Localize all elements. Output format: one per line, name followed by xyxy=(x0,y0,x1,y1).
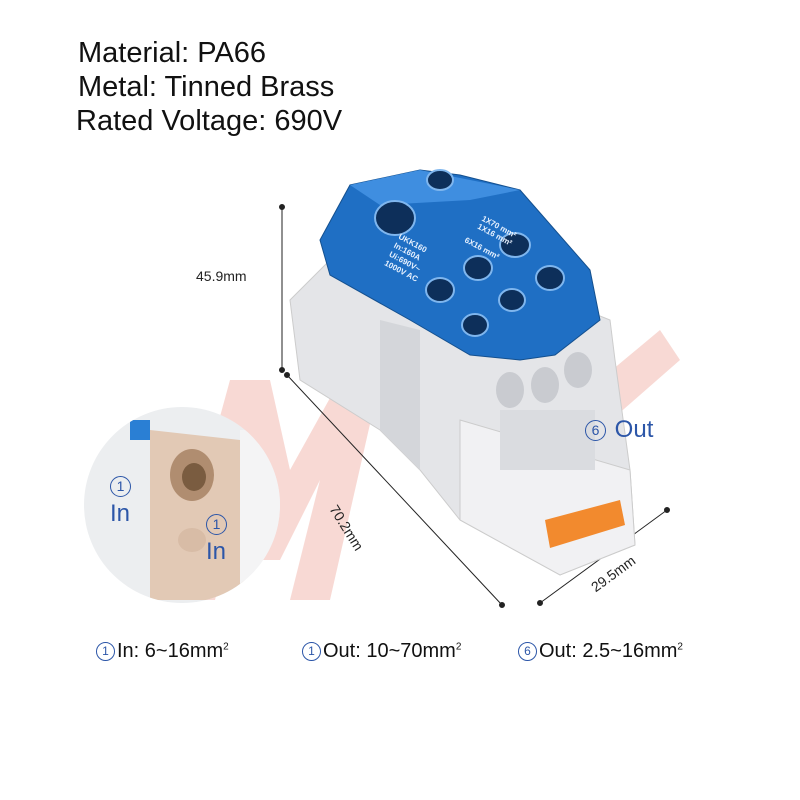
din-latch xyxy=(545,500,625,548)
callout-in-2: 1 In xyxy=(206,514,227,565)
callout-out: 6 Out xyxy=(585,416,653,444)
spec-material: Material: PA66 xyxy=(78,37,267,69)
terminal-block: UKK160 In:160A Ui:690V~ 1000V AC 1X70 mm… xyxy=(289,169,636,576)
dim-height: 45.9mm xyxy=(196,268,247,284)
inset-detail xyxy=(84,407,280,603)
callout-in-1: 1 In xyxy=(110,476,131,527)
spec-voltage: Rated Voltage: 690V xyxy=(76,105,343,137)
spec-metal: Metal: Tinned Brass xyxy=(78,71,335,103)
